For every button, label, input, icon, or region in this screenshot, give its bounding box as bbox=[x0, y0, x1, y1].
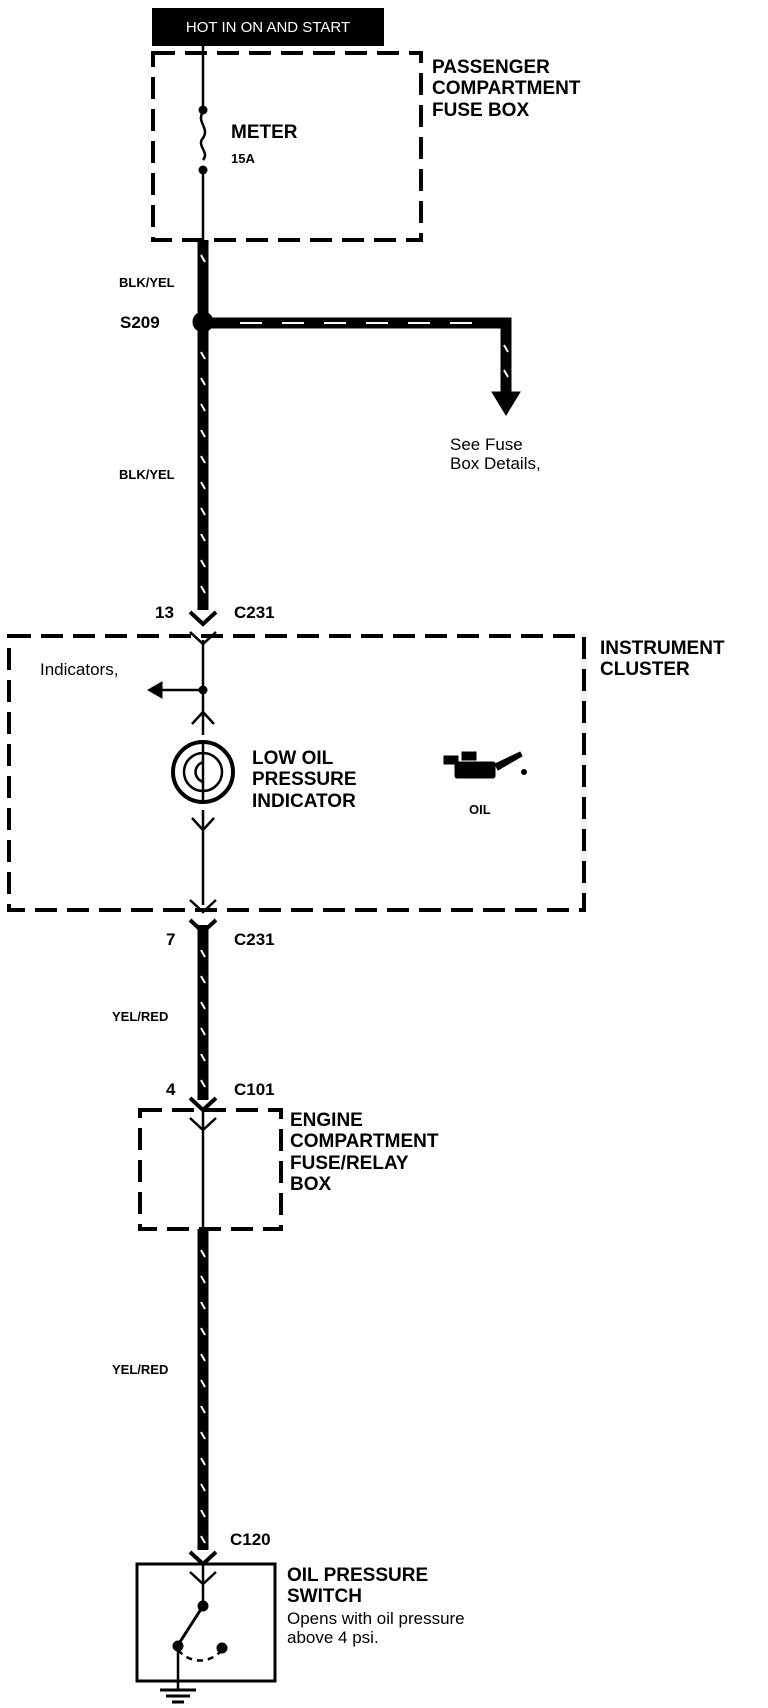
low-oil-pressure-indicator-label: LOW OIL PRESSURE INDICATOR bbox=[252, 748, 357, 812]
oil-pressure-switch-outline bbox=[135, 1562, 277, 1683]
splice-s209-dot bbox=[192, 311, 214, 333]
low-oil-pressure-bulb bbox=[171, 740, 235, 804]
fuse-terminal-top bbox=[198, 105, 208, 115]
engine-compartment-box-outline bbox=[138, 1108, 283, 1231]
passenger-fuse-box-outline bbox=[151, 51, 423, 242]
see-fuse-arrow bbox=[491, 391, 521, 416]
fuse-symbol bbox=[199, 111, 207, 161]
connector-c120-id: C120 bbox=[230, 1530, 271, 1549]
switch-dashed-link bbox=[177, 1649, 223, 1662]
wire-label-yel-red-lower: YEL/RED bbox=[112, 1362, 169, 1377]
fuse-terminal-bottom bbox=[198, 165, 208, 175]
connector-c101-pin: 4 bbox=[166, 1080, 176, 1099]
wire-label-yel-red-upper: YEL/RED bbox=[112, 1009, 169, 1024]
connector-c101-id: C101 bbox=[234, 1080, 275, 1099]
oil-symbol-label: OIL bbox=[469, 802, 491, 817]
connector-c231-top-id: C231 bbox=[234, 603, 275, 622]
connector-c231-top-pin: 13 bbox=[155, 603, 174, 622]
fuse-name: METER bbox=[231, 122, 298, 143]
passenger-fuse-box-label: PASSENGER COMPARTMENT FUSE BOX bbox=[432, 57, 581, 121]
splice-s209-label: S209 bbox=[120, 313, 160, 332]
connector-c231-bottom-id: C231 bbox=[234, 930, 275, 949]
indicators-text: Indicators, bbox=[40, 660, 119, 679]
see-fuse-note: See Fuse Box Details, bbox=[450, 435, 541, 474]
instrument-cluster-label: INSTRUMENT CLUSTER bbox=[600, 638, 725, 681]
wire-label-blk-yel-upper: BLK/YEL bbox=[119, 275, 175, 290]
oil-can-icon bbox=[443, 751, 527, 779]
oil-pressure-switch-description: Opens with oil pressure above 4 psi. bbox=[287, 1609, 465, 1648]
engine-compartment-box-label: ENGINE COMPARTMENT FUSE/RELAY BOX bbox=[290, 1110, 439, 1195]
connector-c231-bottom-pin: 7 bbox=[166, 930, 176, 949]
indicators-arrow bbox=[146, 681, 163, 699]
oil-pressure-switch-title: OIL PRESSURE SWITCH bbox=[287, 1565, 429, 1608]
power-banner: HOT IN ON AND START bbox=[152, 8, 384, 46]
wire-label-blk-yel-lower: BLK/YEL bbox=[119, 467, 175, 482]
fuse-rating: 15A bbox=[231, 151, 255, 166]
instrument-cluster-outline bbox=[7, 634, 586, 912]
